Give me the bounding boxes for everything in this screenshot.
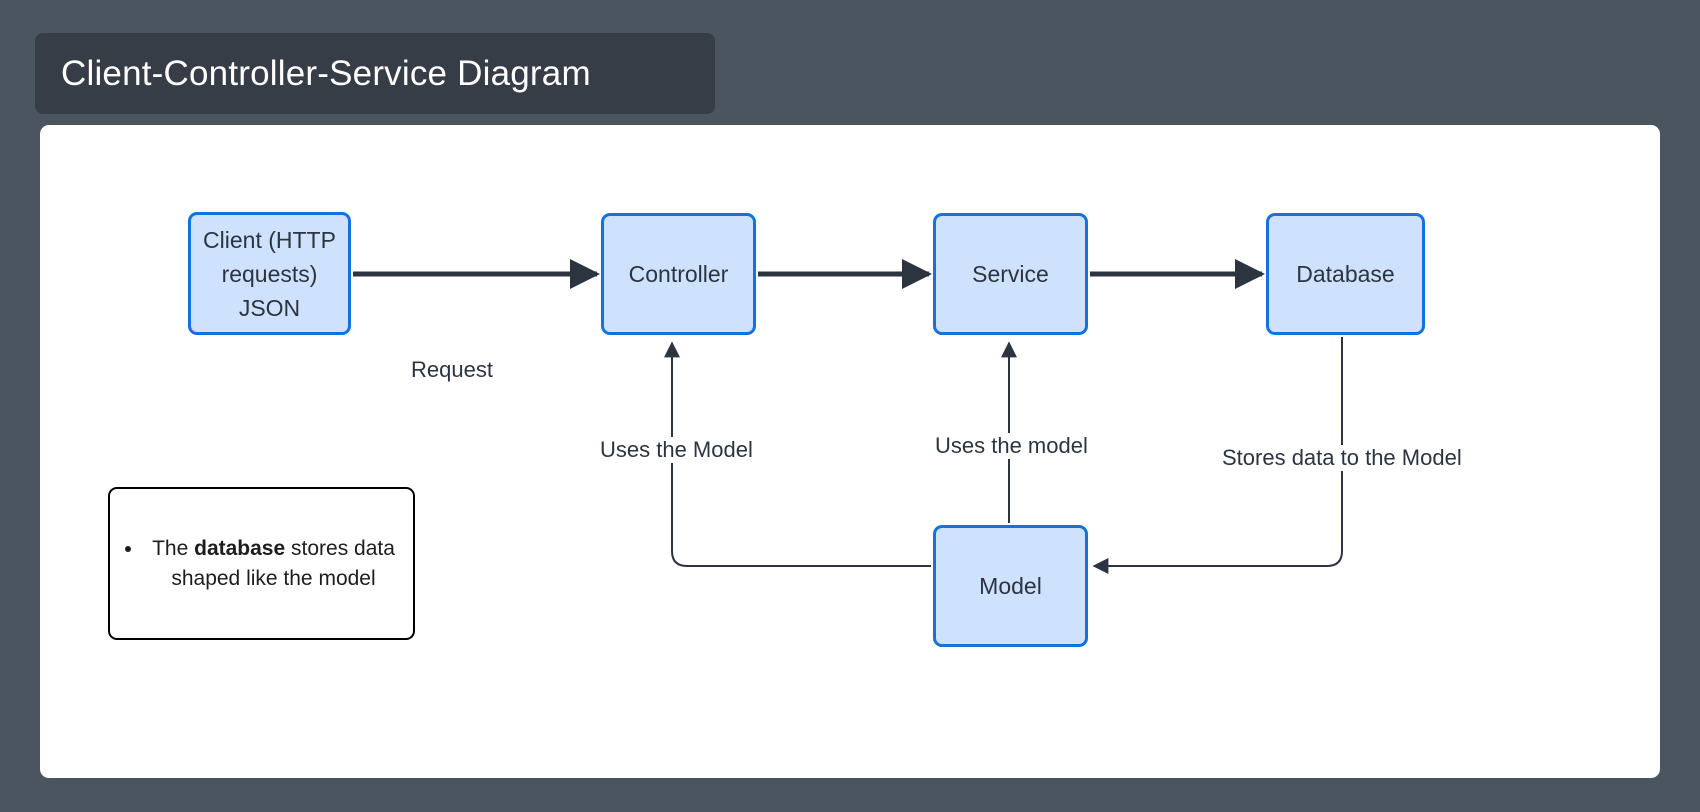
edge-label-stores-data-to-the-model: Stores data to the Model — [1218, 445, 1466, 471]
node-database-label: Database — [1296, 261, 1395, 287]
diagram-canvas: Client (HTTP requests) JSON Controller S… — [40, 125, 1660, 778]
node-model[interactable]: Model — [933, 525, 1088, 647]
edge-label-uses-the-model-service: Uses the model — [931, 433, 1092, 459]
title-banner: Client-Controller-Service Diagram — [35, 33, 715, 114]
edge-label-uses-the-model-controller: Uses the Model — [596, 437, 757, 463]
note-text-bold: database — [194, 536, 286, 560]
edge-database-to-model — [1092, 337, 1343, 574]
note-box: The database stores data shaped like the… — [108, 487, 415, 640]
note-text-suffix: stores data shaped like the model — [171, 536, 395, 590]
note-list-item: The database stores data shaped like the… — [144, 534, 403, 594]
node-service-label: Service — [972, 261, 1049, 287]
page-title: Client-Controller-Service Diagram — [61, 53, 591, 93]
node-model-label: Model — [979, 573, 1042, 599]
node-client[interactable]: Client (HTTP requests) JSON — [188, 212, 351, 335]
node-client-label: Client (HTTP requests) JSON — [203, 226, 336, 321]
note-text-prefix: The — [152, 536, 195, 560]
node-controller-label: Controller — [628, 261, 729, 287]
node-service[interactable]: Service — [933, 213, 1088, 335]
note-list: The database stores data shaped like the… — [110, 534, 413, 594]
node-database[interactable]: Database — [1266, 213, 1425, 335]
node-controller[interactable]: Controller — [601, 213, 756, 335]
edge-model-to-controller — [664, 341, 931, 567]
edge-label-request: Request — [408, 357, 496, 383]
